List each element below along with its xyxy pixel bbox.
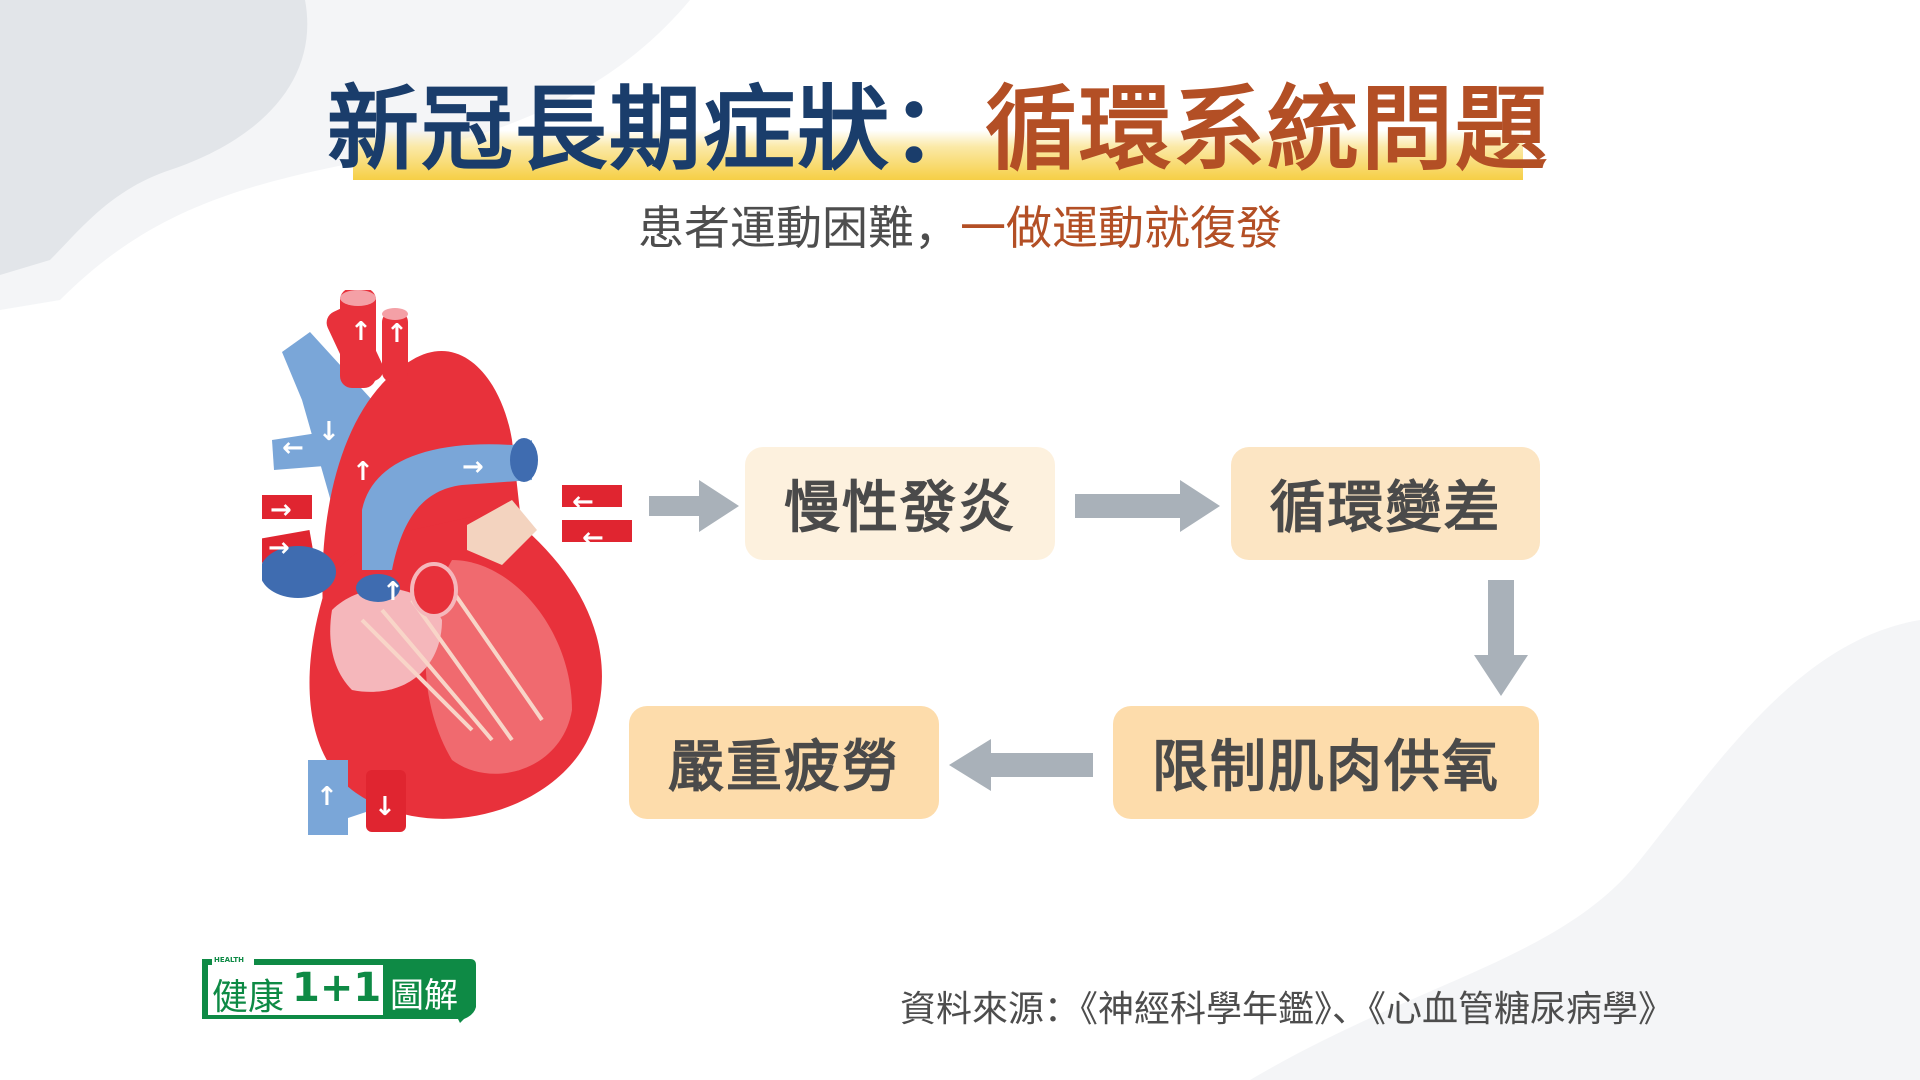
flow-step-label: 嚴重疲勞 <box>668 735 900 800</box>
flow-step-severe-fatigue: 嚴重疲勞 <box>629 706 939 819</box>
flow-step-label: 慢性發炎 <box>784 476 1016 541</box>
brand-logo: HEALTH 健康 1+1 圖解 <box>198 955 478 1023</box>
heart-illustration: ↑ ↓ ↑ ↑ ↓ ↑ → → → ← ← ← ↑ <box>262 290 632 835</box>
flow-step-poor-circulation: 循環變差 <box>1231 447 1540 560</box>
logo-number-text: 1+1 <box>292 965 382 1011</box>
arrow-right-icon <box>649 480 739 532</box>
svg-text:↓: ↓ <box>374 792 396 822</box>
arrow-down-icon <box>1474 580 1528 696</box>
arrow-right-icon <box>1075 480 1220 532</box>
source-citation: 資料來源：《神經科學年鑑》、《心血管糖尿病學》 <box>900 989 1675 1030</box>
subtitle: 患者運動困難，一做運動就復發 <box>0 192 1920 258</box>
logo-badge <box>202 957 476 1023</box>
arrow-left-icon <box>949 739 1093 791</box>
page-title: 新冠長期症狀：循環系統問題 <box>327 62 1547 183</box>
svg-text:↑: ↑ <box>316 782 338 812</box>
svg-text:→: → <box>462 452 484 482</box>
subtitle-part2: 一做運動就復發 <box>960 201 1282 255</box>
logo-suffix-text: 圖解 <box>390 976 458 1016</box>
svg-text:↑: ↑ <box>382 577 404 607</box>
subtitle-part1: 患者運動困難， <box>638 201 960 255</box>
svg-text:↑: ↑ <box>350 317 372 347</box>
svg-text:↑: ↑ <box>386 319 408 349</box>
title-part2: 循環系統問題 <box>985 75 1550 183</box>
svg-text:←: ← <box>572 487 594 517</box>
svg-text:→: → <box>270 495 292 525</box>
flow-step-chronic-inflammation: 慢性發炎 <box>745 447 1055 560</box>
title-part1: 新冠長期症狀： <box>326 75 985 183</box>
svg-text:←: ← <box>582 523 604 553</box>
svg-text:→: → <box>268 533 290 563</box>
logo-health-text: HEALTH <box>214 956 244 964</box>
logo-brand-text: 健康 <box>212 977 285 1018</box>
svg-text:↓: ↓ <box>318 417 340 447</box>
flow-step-limited-oxygen: 限制肌肉供氧 <box>1113 706 1539 819</box>
svg-text:←: ← <box>282 433 304 463</box>
flow-step-label: 限制肌肉供氧 <box>1152 735 1500 800</box>
svg-text:↑: ↑ <box>352 457 374 487</box>
flow-step-label: 循環變差 <box>1269 476 1502 541</box>
